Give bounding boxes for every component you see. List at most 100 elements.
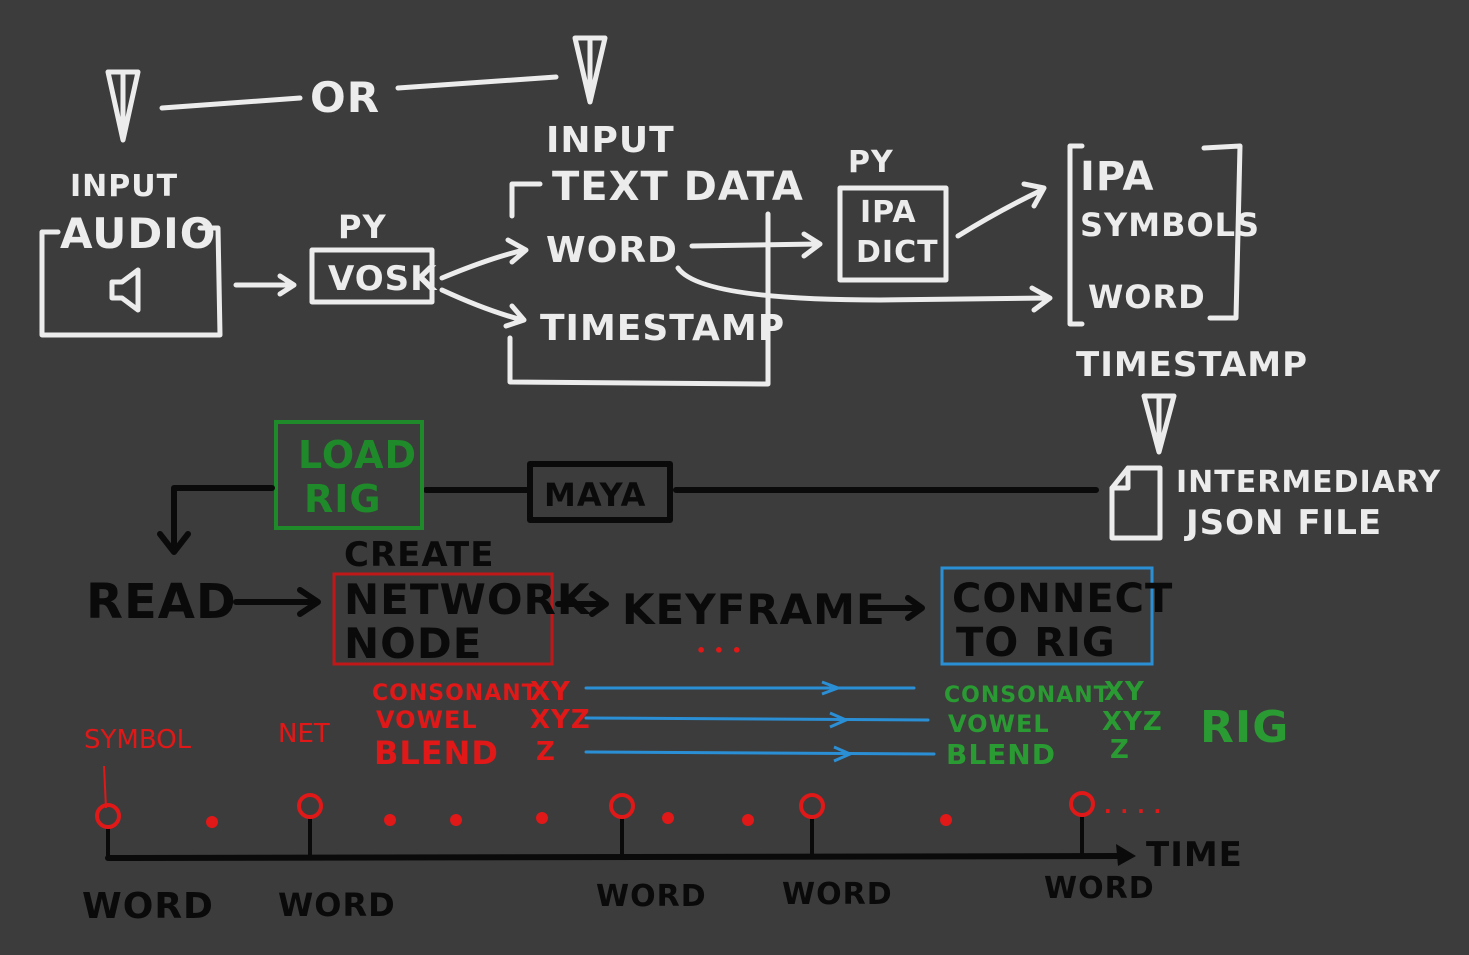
audio-to-vosk-arrow — [233, 273, 297, 297]
read-to-network-arrow — [233, 587, 321, 617]
output-bracket-right — [1201, 143, 1243, 321]
right-blend: BLEND — [946, 738, 1056, 771]
ipa-to-output-arrow — [955, 181, 1047, 239]
mapping-right: CONSONANT XY VOWEL XYZ BLEND Z RIG — [944, 677, 1289, 771]
left-blend-axis: Z — [536, 737, 556, 767]
maya-box — [527, 461, 673, 523]
timeline-word-3: WORD — [596, 879, 707, 914]
symbol-dot — [450, 814, 462, 826]
timeline-word-2: WORD — [278, 886, 396, 924]
word-marker-ring — [609, 793, 635, 819]
word-marker-ring — [1069, 791, 1095, 817]
blend-arrowhead — [833, 745, 854, 763]
timeline-markers — [95, 791, 1095, 858]
mapping-left: CONSONANT XY VOWEL XYZ BLEND Z — [372, 677, 591, 772]
right-consonant-axis: XY — [1104, 677, 1145, 707]
ipa-dict-line2: DICT — [856, 235, 939, 270]
word-to-output-arrow — [675, 265, 1053, 313]
vosk-to-word-arrow — [439, 237, 529, 281]
ipa-dict-line1: IPA — [860, 195, 917, 230]
connect-line1: CONNECT — [952, 576, 1173, 622]
create-label: CREATE — [344, 535, 494, 575]
symbol-dot — [384, 814, 396, 826]
load-rig-box — [274, 420, 424, 530]
timeline-axis — [105, 853, 1121, 861]
text-input-bracket — [509, 181, 543, 219]
left-vowel-axis: XYZ — [530, 705, 591, 735]
vowel-map-arrow — [584, 716, 930, 722]
timeline-trail: · · · · — [1104, 799, 1162, 823]
rig-label: RIG — [1200, 702, 1289, 753]
symbol-dot — [536, 812, 548, 824]
ipa-dict-tag: PY — [848, 145, 894, 180]
ipa-output-line2: SYMBOLS — [1080, 206, 1260, 244]
left-blend: BLEND — [374, 734, 499, 772]
text-input-frame — [507, 211, 771, 387]
text-input-label: TEXT DATA — [552, 164, 804, 210]
connect-box — [940, 566, 1154, 666]
time-label: TIME — [1146, 835, 1243, 875]
ipa-output-line1: IPA — [1080, 154, 1154, 200]
word-marker-ring — [799, 793, 825, 819]
load-rig-line2: RIG — [304, 477, 382, 521]
audio-input-small-label: INPUT — [70, 169, 178, 204]
ipa-output-line3: WORD — [1088, 278, 1206, 316]
timeline-word-4: WORD — [782, 877, 893, 912]
file-icon — [1109, 465, 1163, 541]
symbol-dot — [742, 814, 754, 826]
audio-input-label: AUDIO — [60, 209, 217, 258]
timestamp-label: TIMESTAMP — [540, 308, 785, 349]
or-connector-right — [395, 74, 559, 91]
network-node-line1: NETWORK — [344, 575, 591, 624]
symbol-dot — [940, 814, 952, 826]
audio-input-box — [39, 225, 223, 338]
vosk-tag: PY — [338, 208, 387, 246]
vowel-arrowhead — [829, 711, 850, 729]
blend-map-arrow — [584, 750, 936, 756]
timeline-arrowhead-icon — [1116, 844, 1136, 866]
vosk-box — [309, 247, 435, 305]
speaker-icon — [109, 267, 141, 313]
right-blend-axis: Z — [1110, 735, 1130, 765]
read-label: READ — [86, 574, 237, 630]
keyframe-ellipsis: • • • — [696, 641, 743, 660]
left-consonant: CONSONANT — [372, 681, 538, 706]
or-connector-left — [159, 95, 303, 111]
ipa-dict-box — [837, 185, 949, 283]
symbol-label: SYMBOL — [84, 725, 192, 755]
timestamp-down-arrow-icon — [1141, 393, 1177, 455]
load-rig-to-read-arrow — [157, 485, 275, 555]
load-rig-line1: LOAD — [298, 433, 417, 477]
symbol-dot — [206, 816, 218, 828]
consonant-arrowhead — [821, 680, 843, 696]
vosk-label: VOSK — [328, 259, 438, 299]
left-vowel: VOWEL — [376, 706, 478, 734]
audio-input-arrow-icon — [105, 69, 141, 143]
symbol-dot — [662, 812, 674, 824]
text-input-arrow-icon — [572, 35, 608, 105]
json-file-line2: JSON FILE — [1184, 503, 1382, 543]
maya-label: MAYA — [544, 476, 646, 514]
output-bracket-left — [1067, 143, 1085, 327]
net-label: NET — [278, 719, 330, 749]
json-file-line1: INTERMEDIARY — [1176, 465, 1441, 500]
connect-line2: TO RIG — [956, 620, 1116, 666]
right-vowel: VOWEL — [948, 710, 1050, 738]
keyframe-label: KEYFRAME — [622, 585, 886, 634]
network-node-line2: NODE — [344, 619, 482, 668]
network-to-keyframe-arrow — [555, 591, 609, 617]
timeline-word-5: WORD — [1044, 871, 1155, 906]
right-consonant: CONSONANT — [944, 683, 1110, 708]
network-node-box — [332, 572, 554, 666]
word-marker-ring — [297, 793, 323, 819]
symbol-pointer — [103, 765, 107, 809]
keyframe-to-connect-arrow — [873, 595, 925, 621]
vosk-to-timestamp-arrow — [439, 287, 527, 329]
word-to-ipa-arrow — [689, 231, 823, 259]
left-consonant-axis: XY — [530, 677, 571, 707]
word-label: WORD — [546, 230, 678, 271]
word-marker-ring — [95, 803, 121, 829]
timestamp-output-label: TIMESTAMP — [1076, 345, 1308, 385]
text-input-top-label: INPUT — [546, 120, 675, 161]
